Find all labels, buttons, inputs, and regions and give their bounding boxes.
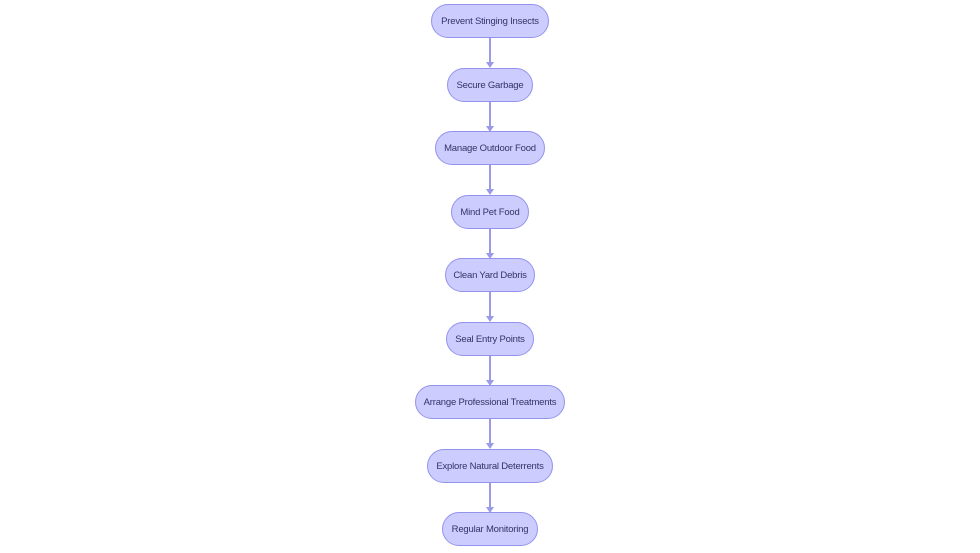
edge-3-4 bbox=[489, 165, 491, 189]
edge-4-5 bbox=[489, 229, 491, 253]
arrowhead-4-5 bbox=[486, 253, 494, 259]
node-seal-entry-points: Seal Entry Points bbox=[446, 322, 534, 356]
arrowhead-8-9 bbox=[486, 507, 494, 513]
node-regular-monitoring: Regular Monitoring bbox=[442, 512, 538, 546]
arrowhead-7-8 bbox=[486, 443, 494, 449]
node-prevent-stinging-insects: Prevent Stinging Insects bbox=[431, 4, 549, 38]
node-secure-garbage: Secure Garbage bbox=[447, 68, 533, 102]
node-mind-pet-food: Mind Pet Food bbox=[451, 195, 529, 229]
arrowhead-5-6 bbox=[486, 316, 494, 322]
node-label: Regular Monitoring bbox=[451, 523, 529, 535]
node-label: Clean Yard Debris bbox=[453, 269, 527, 281]
edge-1-2 bbox=[489, 38, 491, 62]
node-label: Secure Garbage bbox=[456, 79, 524, 91]
arrowhead-6-7 bbox=[486, 380, 494, 386]
arrowhead-3-4 bbox=[486, 189, 494, 195]
node-explore-natural-deterrents: Explore Natural Deterrents bbox=[427, 449, 553, 483]
arrowhead-1-2 bbox=[486, 62, 494, 68]
edge-2-3 bbox=[489, 102, 491, 126]
node-label: Explore Natural Deterrents bbox=[436, 460, 544, 472]
node-label: Manage Outdoor Food bbox=[444, 142, 536, 154]
edge-8-9 bbox=[489, 483, 491, 507]
node-label: Arrange Professional Treatments bbox=[423, 396, 557, 408]
arrowhead-2-3 bbox=[486, 126, 494, 132]
node-manage-outdoor-food: Manage Outdoor Food bbox=[435, 131, 545, 165]
edge-6-7 bbox=[489, 356, 491, 380]
edge-7-8 bbox=[489, 419, 491, 443]
node-label: Prevent Stinging Insects bbox=[441, 15, 539, 27]
node-arrange-professional-treatments: Arrange Professional Treatments bbox=[415, 385, 565, 419]
node-label: Mind Pet Food bbox=[460, 206, 520, 218]
edge-5-6 bbox=[489, 292, 491, 316]
node-clean-yard-debris: Clean Yard Debris bbox=[445, 258, 535, 292]
node-label: Seal Entry Points bbox=[455, 333, 525, 345]
